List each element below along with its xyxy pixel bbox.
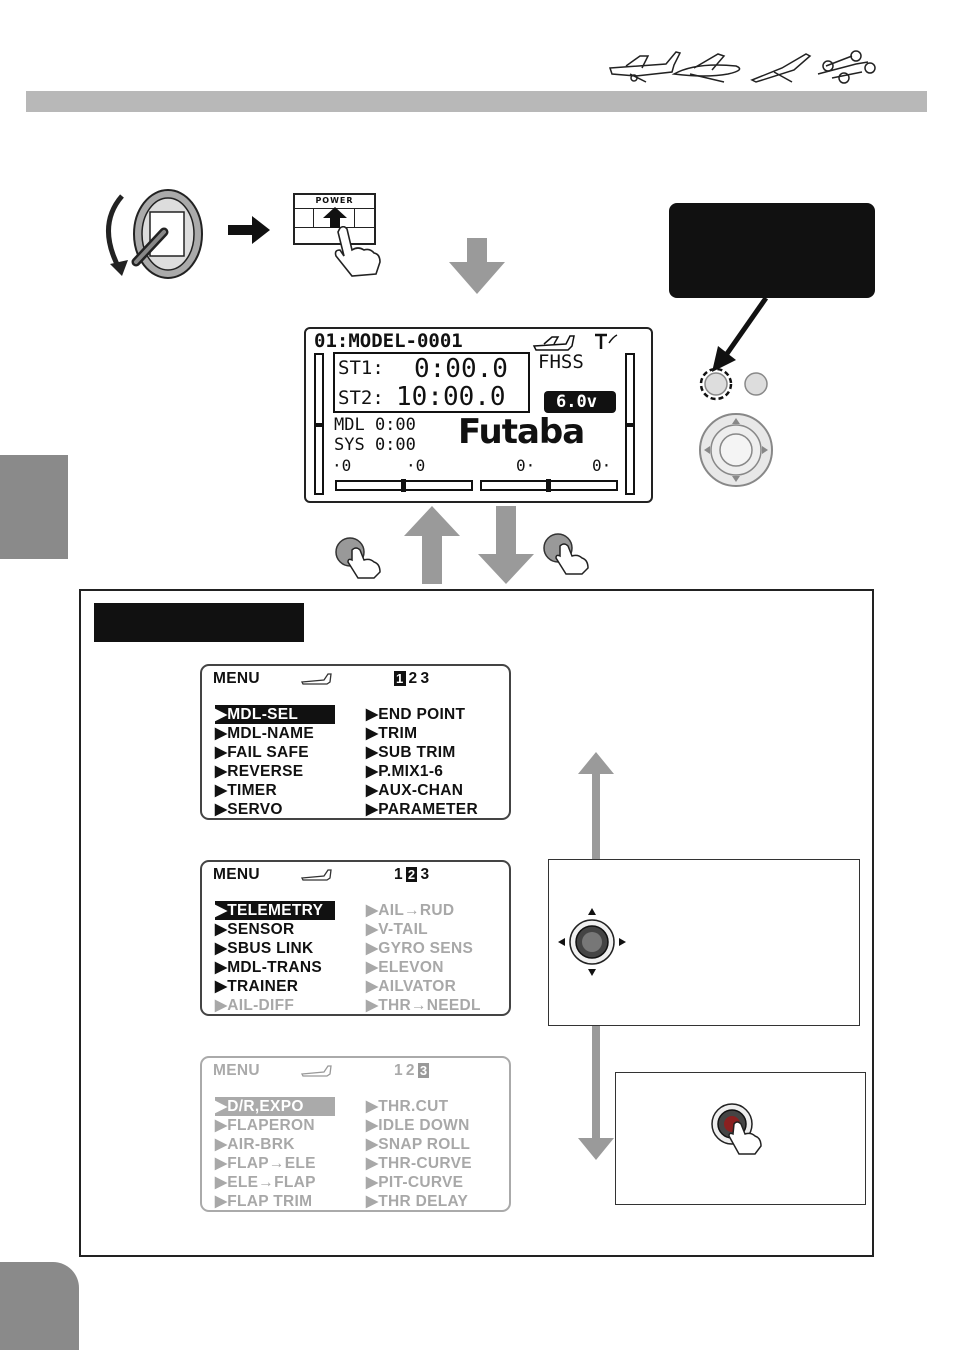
trim-value-4: 0·	[592, 456, 612, 475]
mode-label: FHSS	[538, 351, 584, 373]
menu-item-mdl-sel[interactable]: ▶MDL-SEL	[215, 705, 335, 724]
menu-panel	[79, 589, 874, 1257]
timer-box	[333, 352, 530, 413]
callout-box	[669, 203, 875, 298]
menu-item-elevon[interactable]: ▶ELEVON	[366, 959, 444, 976]
menu-item-thr-delay[interactable]: ▶THR DELAY	[366, 1193, 469, 1210]
menu-item-ailvator[interactable]: ▶AILVATOR	[366, 978, 457, 995]
menu-item-ail-rud[interactable]: ▶AIL→RUD	[366, 902, 455, 919]
menu-item-sensor[interactable]: ▶SENSOR	[215, 921, 295, 938]
section-tab	[0, 455, 68, 559]
power-switch-icon[interactable]	[102, 186, 206, 284]
down-arrow-icon	[449, 238, 505, 294]
menu-item-sub-trim[interactable]: ▶SUB TRIM	[366, 744, 456, 761]
menu-item-dr-expo[interactable]: ▶D/R,EXPO	[215, 1097, 335, 1116]
menu-item-ele-flap[interactable]: ▶ELE→FLAP	[215, 1174, 316, 1191]
right-arrow-icon	[228, 216, 270, 244]
left-button-press-icon[interactable]	[330, 532, 388, 580]
menu-header: MENU	[213, 670, 260, 687]
menu-item-thr-curve[interactable]: ▶THR-CURVE	[366, 1155, 472, 1172]
lcd-screen: 01:MODEL-0001 ST1: 0:00.0 ST2: 10:00.0 F…	[304, 327, 653, 503]
up-arrow-icon	[323, 207, 347, 228]
airplane-icon	[300, 869, 332, 881]
menu-item-pmix[interactable]: ▶P.MIX1-6	[366, 763, 444, 780]
finger-press-icon	[334, 226, 381, 277]
menu-item-telemetry[interactable]: ▶TELEMETRY	[215, 901, 335, 920]
menu-item-snap-roll[interactable]: ▶SNAP ROLL	[366, 1136, 471, 1153]
antenna-icon	[595, 333, 618, 349]
menu-item-flap-ele[interactable]: ▶FLAP→ELE	[215, 1155, 316, 1172]
power-label: POWER	[315, 196, 354, 205]
airplane-icon	[532, 335, 575, 351]
st2-time: 10:00.0	[396, 382, 506, 412]
menu-item-pit-curve[interactable]: ▶PIT-CURVE	[366, 1174, 464, 1191]
airplane-icon	[300, 1065, 332, 1077]
model-name: 01:MODEL-0001	[314, 330, 463, 352]
st2-label: ST2:	[338, 387, 384, 409]
jog-direction-icon	[558, 908, 626, 976]
menu-item-timer[interactable]: ▶TIMER	[215, 782, 277, 799]
menu-item-ail-diff[interactable]: ▶AIL-DIFF	[215, 997, 295, 1014]
page-number-tab	[0, 1262, 79, 1350]
menu-item-end-point[interactable]: ▶END POINT	[366, 706, 466, 723]
left-trim-bar	[314, 353, 324, 495]
voltage: 6.0v	[556, 392, 597, 412]
header-bar	[26, 91, 927, 112]
battery-badge	[544, 391, 616, 413]
menu-item-sbus-link[interactable]: ▶SBUS LINK	[215, 940, 314, 957]
menu-item-thr-needl[interactable]: ▶THR→NEEDL	[366, 997, 481, 1014]
panel-title-box	[94, 603, 304, 642]
aircraft-silhouettes-icon	[608, 50, 876, 84]
menu-item-v-tail[interactable]: ▶V-TAIL	[366, 921, 428, 938]
brand-logo: Futaba	[458, 412, 585, 452]
menu-item-mdl-name[interactable]: ▶MDL-NAME	[215, 725, 314, 742]
menu-item-parameter[interactable]: ▶PARAMETER	[366, 801, 478, 818]
menu-item-aux-chan[interactable]: ▶AUX-CHAN	[366, 782, 464, 799]
mdl-time: MDL 0:00	[334, 415, 416, 435]
menu-item-gyro-sens[interactable]: ▶GYRO SENS	[366, 940, 474, 957]
trim-value-2: ·0	[406, 456, 426, 475]
menu-item-flaperon[interactable]: ▶FLAPERON	[215, 1117, 315, 1134]
up-arrow-gray-icon	[404, 506, 460, 584]
jog-dial-icon[interactable]	[692, 362, 782, 490]
callout-pointer	[712, 296, 769, 372]
menu-item-flap-trim[interactable]: ▶FLAP TRIM	[215, 1193, 313, 1210]
jog-press-icon	[711, 1103, 762, 1155]
right-button-press-icon[interactable]	[540, 530, 600, 580]
menu-item-mdl-trans[interactable]: ▶MDL-TRANS	[215, 959, 323, 976]
trim-value-3: 0·	[516, 456, 536, 475]
st1-time: 0:00.0	[414, 354, 508, 384]
menu-item-idle-down[interactable]: ▶IDLE DOWN	[366, 1117, 470, 1134]
menu-header: MENU	[213, 1062, 260, 1079]
down-arrow-gray-icon	[478, 506, 534, 584]
menu-item-trainer[interactable]: ▶TRAINER	[215, 978, 299, 995]
right-trim-bar	[625, 353, 635, 495]
menu-item-trim[interactable]: ▶TRIM	[366, 725, 418, 742]
menu-item-air-brk[interactable]: ▶AIR-BRK	[215, 1136, 295, 1153]
menu-item-reverse[interactable]: ▶REVERSE	[215, 763, 304, 780]
sys-time: SYS 0:00	[334, 435, 416, 455]
power-button-panel[interactable]: POWER	[293, 193, 376, 245]
menu-item-fail-safe[interactable]: ▶FAIL SAFE	[215, 744, 309, 761]
st1-label: ST1:	[338, 357, 384, 379]
trim-value-1: ·0	[332, 456, 352, 475]
menu-item-servo[interactable]: ▶SERVO	[215, 801, 283, 818]
menu-item-thr-cut[interactable]: ▶THR.CUT	[366, 1098, 449, 1115]
airplane-icon	[300, 673, 332, 685]
menu-header: MENU	[213, 866, 260, 883]
